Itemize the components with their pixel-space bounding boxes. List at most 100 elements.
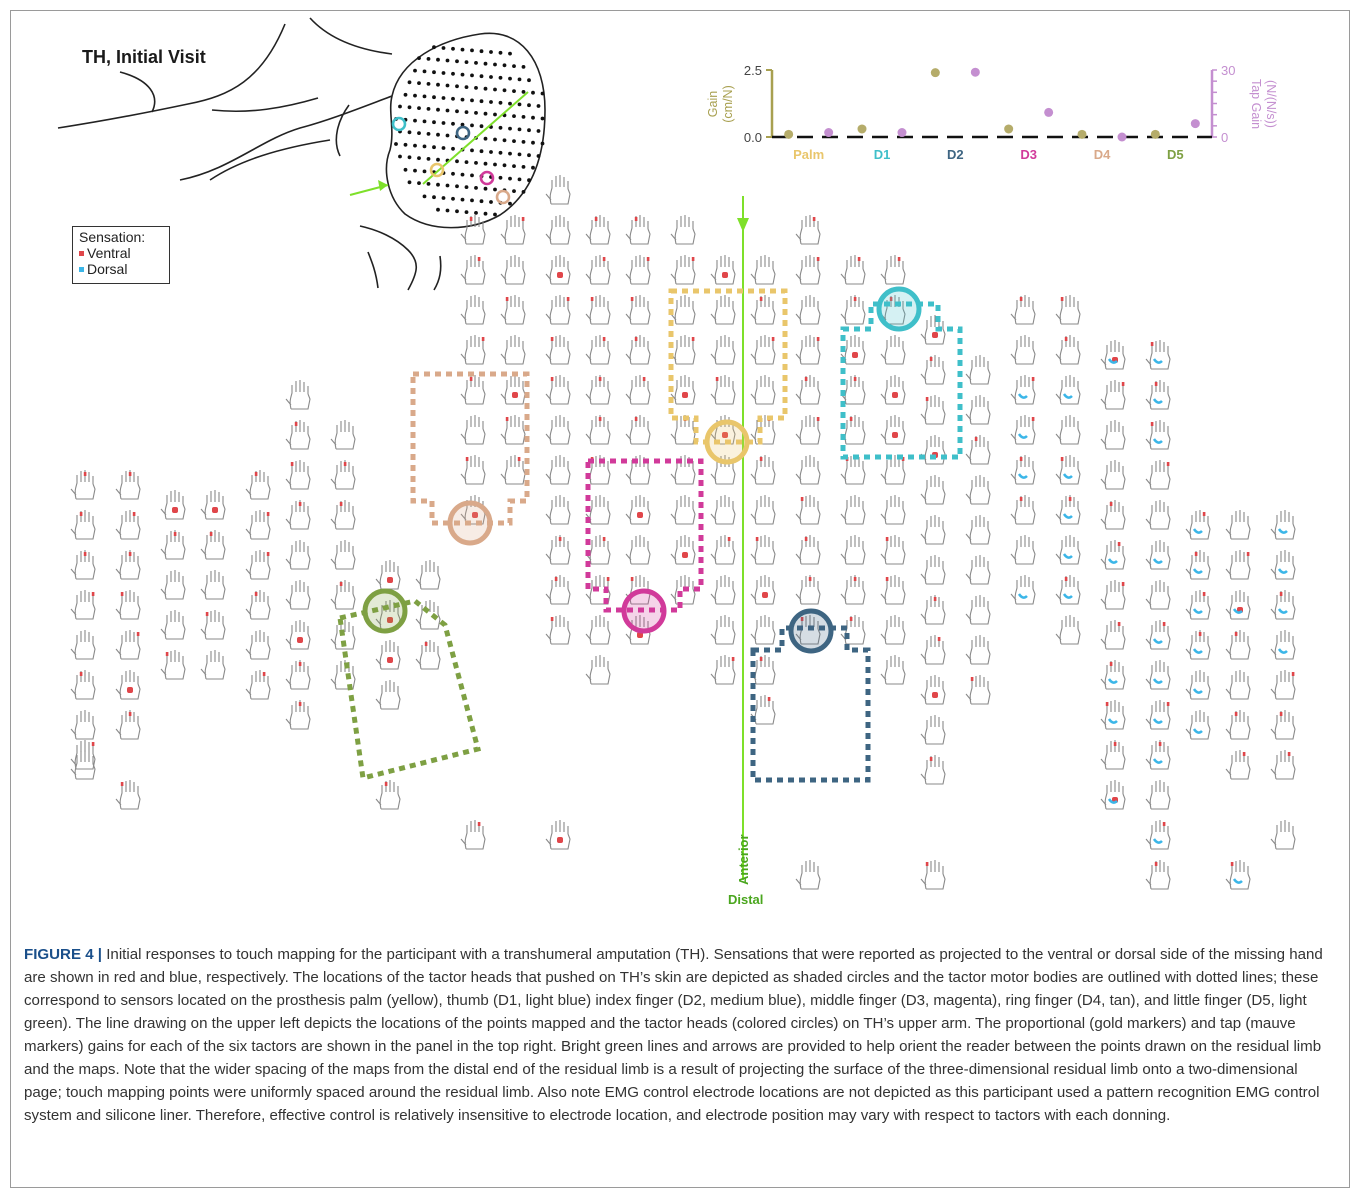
hand-map — [840, 295, 866, 325]
hand-map — [625, 535, 651, 565]
hand-outline — [1270, 510, 1296, 540]
hand-map — [585, 415, 611, 445]
hand-outline — [1100, 780, 1126, 810]
hand-map — [585, 575, 611, 605]
hand-outline — [920, 755, 946, 785]
hand-map — [795, 495, 821, 525]
ventral-mark — [933, 597, 937, 601]
hand-map — [625, 495, 651, 525]
ventral-mark — [731, 657, 735, 661]
hand-map — [415, 560, 441, 590]
dorsal-mark — [1192, 568, 1203, 574]
mapping-point — [460, 47, 465, 52]
hand-outline — [1270, 630, 1296, 660]
mapping-point — [445, 208, 450, 213]
ventral-mark — [83, 552, 87, 556]
hand-outline — [920, 675, 946, 705]
hand-outline — [880, 495, 906, 525]
ventral-mark — [339, 502, 343, 506]
mapping-point — [441, 96, 446, 100]
hand-map — [1270, 630, 1296, 660]
ventral-mark — [209, 532, 213, 536]
ventral-mark — [1154, 862, 1158, 866]
hand-outline — [1100, 460, 1126, 490]
ventral-mark — [1109, 502, 1113, 506]
hand-map — [70, 630, 96, 660]
hand-outline — [285, 660, 311, 690]
hand-outline — [245, 630, 271, 660]
hand-outline — [840, 495, 866, 525]
hand-outline — [585, 615, 611, 645]
hand-map — [500, 375, 526, 405]
tap-gain-point-d2 — [970, 67, 980, 77]
tap-gain-point-d3 — [1044, 107, 1054, 117]
hand-map — [545, 575, 571, 605]
dorsal-swatch — [79, 266, 84, 272]
hand-map — [585, 375, 611, 405]
hand-map — [710, 575, 736, 605]
ventral-mark — [594, 217, 598, 221]
hand-map — [375, 640, 401, 670]
ventral-mark — [800, 617, 804, 621]
hand-map — [330, 420, 356, 450]
ventral-mark — [849, 617, 853, 621]
gain-point-d1 — [857, 124, 867, 134]
mapping-point — [489, 150, 493, 154]
mapping-point — [470, 98, 474, 103]
hand-outline — [1185, 670, 1211, 700]
legend-label-dorsal: Dorsal — [87, 261, 128, 277]
mapping-point — [521, 190, 526, 194]
ventral-mark — [1121, 582, 1125, 586]
hand-outline — [1145, 420, 1171, 450]
tap-gain-point-palm — [824, 128, 834, 138]
mapping-point — [422, 144, 427, 149]
ventral-mark — [1287, 752, 1291, 756]
hand-map — [1270, 820, 1296, 850]
ventral-mark — [1060, 297, 1064, 301]
hand-map — [795, 335, 821, 365]
ventral-mark — [266, 552, 270, 556]
ventral-mark — [634, 337, 638, 341]
hand-map — [670, 295, 696, 325]
mapping-point — [536, 154, 541, 158]
hand-outline — [460, 415, 486, 445]
hand-outline — [710, 255, 736, 285]
hand-outline — [840, 455, 866, 485]
hand-outline — [115, 590, 141, 620]
hand-map — [1185, 710, 1211, 740]
hand-outline — [1270, 750, 1296, 780]
ventral-mark — [298, 702, 302, 706]
hand-map — [245, 590, 271, 620]
ventral-mark — [885, 537, 889, 541]
dorsal-mark — [1017, 393, 1028, 399]
mapping-point — [489, 100, 493, 104]
hand-outline — [1270, 710, 1296, 740]
limb-tactor-d3 — [479, 170, 495, 186]
hand-outline — [840, 535, 866, 565]
ventral-mark — [812, 217, 816, 221]
mapping-point — [451, 46, 455, 51]
anterior-distal-line — [737, 196, 749, 880]
hand-map — [1185, 510, 1211, 540]
ventral-mark — [132, 512, 136, 516]
ventral-mark — [1121, 382, 1125, 386]
hand-map — [160, 610, 186, 640]
ventral-mark — [481, 337, 485, 341]
hand-outline — [1145, 740, 1171, 770]
hand-map — [880, 615, 906, 645]
hand-map — [500, 295, 526, 325]
mapping-point — [474, 186, 478, 190]
hand-outline — [1270, 590, 1296, 620]
mapping-point — [508, 176, 512, 181]
hand-outline — [880, 615, 906, 645]
ventral-mark — [925, 397, 929, 401]
hand-map — [245, 550, 271, 580]
hand-map — [1145, 820, 1171, 850]
hand-map — [1225, 510, 1251, 540]
mapping-point — [432, 70, 436, 75]
hand-map — [285, 500, 311, 530]
left-tick-label: 0.0 — [744, 130, 762, 145]
hand-map — [330, 540, 356, 570]
mapping-point — [407, 180, 412, 185]
ventral-mark — [1117, 622, 1121, 626]
